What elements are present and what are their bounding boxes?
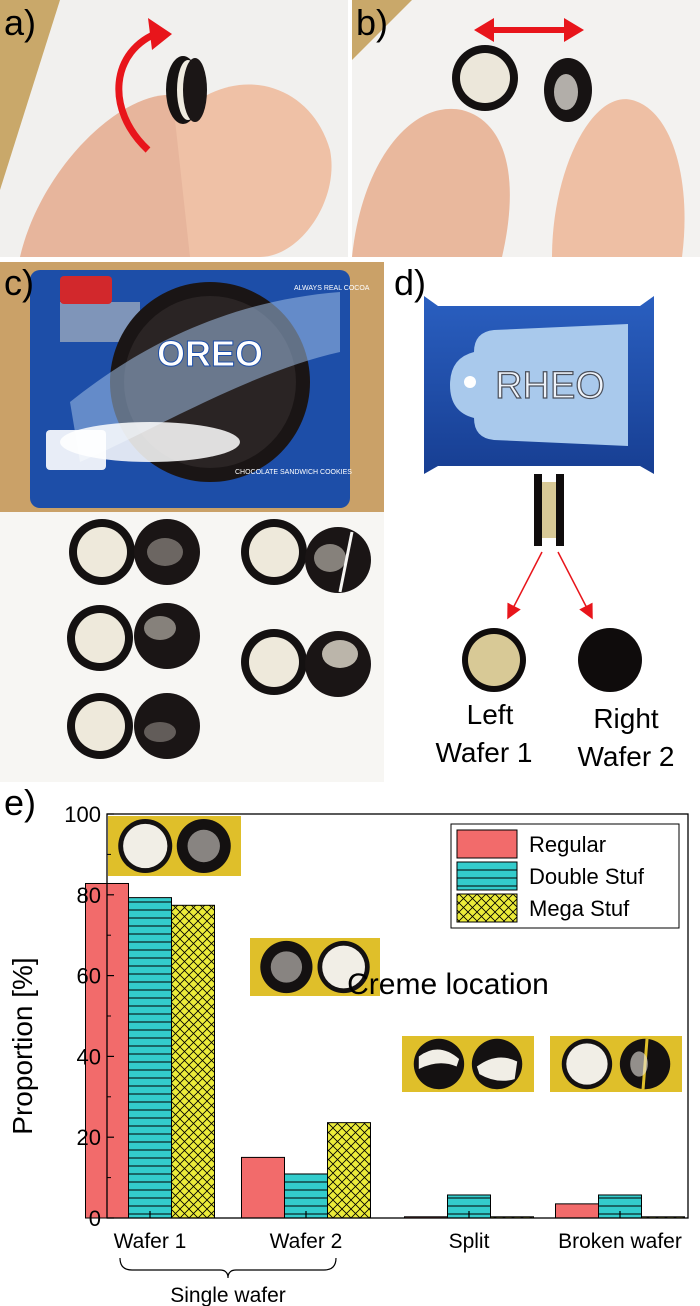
y-tick-label: 100 (64, 802, 101, 827)
photo-wafer-pairs (67, 519, 371, 759)
photo-separated-wafers (352, 0, 700, 257)
y-tick-label: 40 (77, 1044, 101, 1069)
legend-swatch (456, 861, 518, 891)
inset-photo-4 (550, 1036, 682, 1092)
cookie-side-view (534, 474, 564, 546)
right-wafer-label-line2: Wafer 2 (578, 741, 675, 772)
package-corner-text: ALWAYS REAL COCOA (294, 285, 370, 292)
inset-photos (108, 816, 682, 1092)
bar-regular-wafer-2 (241, 1156, 285, 1219)
inset-photo-3 (402, 1036, 534, 1092)
bar-mega-stuf-wafer-2 (327, 1122, 371, 1219)
legend-label: Double Stuf (529, 864, 645, 889)
panel-label-b: b) (356, 2, 389, 43)
y-tick-label: 80 (77, 883, 101, 908)
arrow-right (557, 551, 593, 620)
bar-regular-broken-wafer (555, 1203, 599, 1219)
photo-panel-c: OREO CHOCOLATE SANDWICH COOKIES ALWAYS R… (0, 262, 384, 782)
y-tick-label: 0 (89, 1206, 101, 1231)
panel-label-c: c) (4, 262, 34, 303)
photo-panel-a: a) (0, 0, 348, 257)
x-tick-label: Split (449, 1230, 490, 1253)
panel-label-a: a) (4, 2, 37, 43)
photo-oreo-package-and-wafers: OREO CHOCOLATE SANDWICH COOKIES ALWAYS R… (0, 262, 384, 782)
group-brace (119, 1257, 337, 1279)
package-subtitle: CHOCOLATE SANDWICH COOKIES (235, 469, 352, 476)
y-tick-label: 60 (77, 964, 101, 989)
photo-twisting-cookie (0, 0, 348, 257)
y-tick-label: 20 (77, 1125, 101, 1150)
inset-photo-1 (108, 816, 241, 876)
right-wafer-label-line1: Right (593, 703, 659, 734)
legend-swatch (456, 893, 518, 923)
panel-label-d: d) (394, 262, 427, 303)
bar-double-stuf-wafer-1 (128, 897, 172, 1219)
arrow-left (507, 551, 543, 620)
legend-swatch (456, 829, 518, 859)
group-label: Single wafer (170, 1284, 286, 1306)
x-tick-label: Wafer 1 (114, 1230, 187, 1253)
panel-label-e: e) (4, 786, 37, 823)
inset-photo-2 (250, 938, 380, 996)
legend-label: Regular (529, 832, 606, 857)
right-wafer-bare (578, 628, 642, 692)
rheo-title: RHEO (495, 365, 605, 407)
left-wafer-label-line2: Wafer 1 (436, 737, 533, 768)
photo-panel-b: b) (352, 0, 700, 257)
bar-mega-stuf-wafer-1 (171, 904, 215, 1219)
legend-label: Mega Stuf (529, 896, 630, 921)
y-axis-label: Proportion [%] (7, 957, 38, 1134)
x-tick-label: Broken wafer (558, 1230, 682, 1253)
chart-title: Creme location (347, 968, 549, 1001)
group-bracket: Single wafer (119, 1257, 337, 1306)
x-tick-label: Wafer 2 (270, 1230, 343, 1253)
rheo-schematic: RHEO Left Wafer 1 Right Wafer 2 (424, 296, 675, 772)
left-wafer-label-line1: Left (467, 699, 514, 730)
schematic-panel-d: RHEO Left Wafer 1 Right Wafer 2 d) (390, 262, 700, 782)
package-brand-text: OREO (157, 333, 263, 374)
